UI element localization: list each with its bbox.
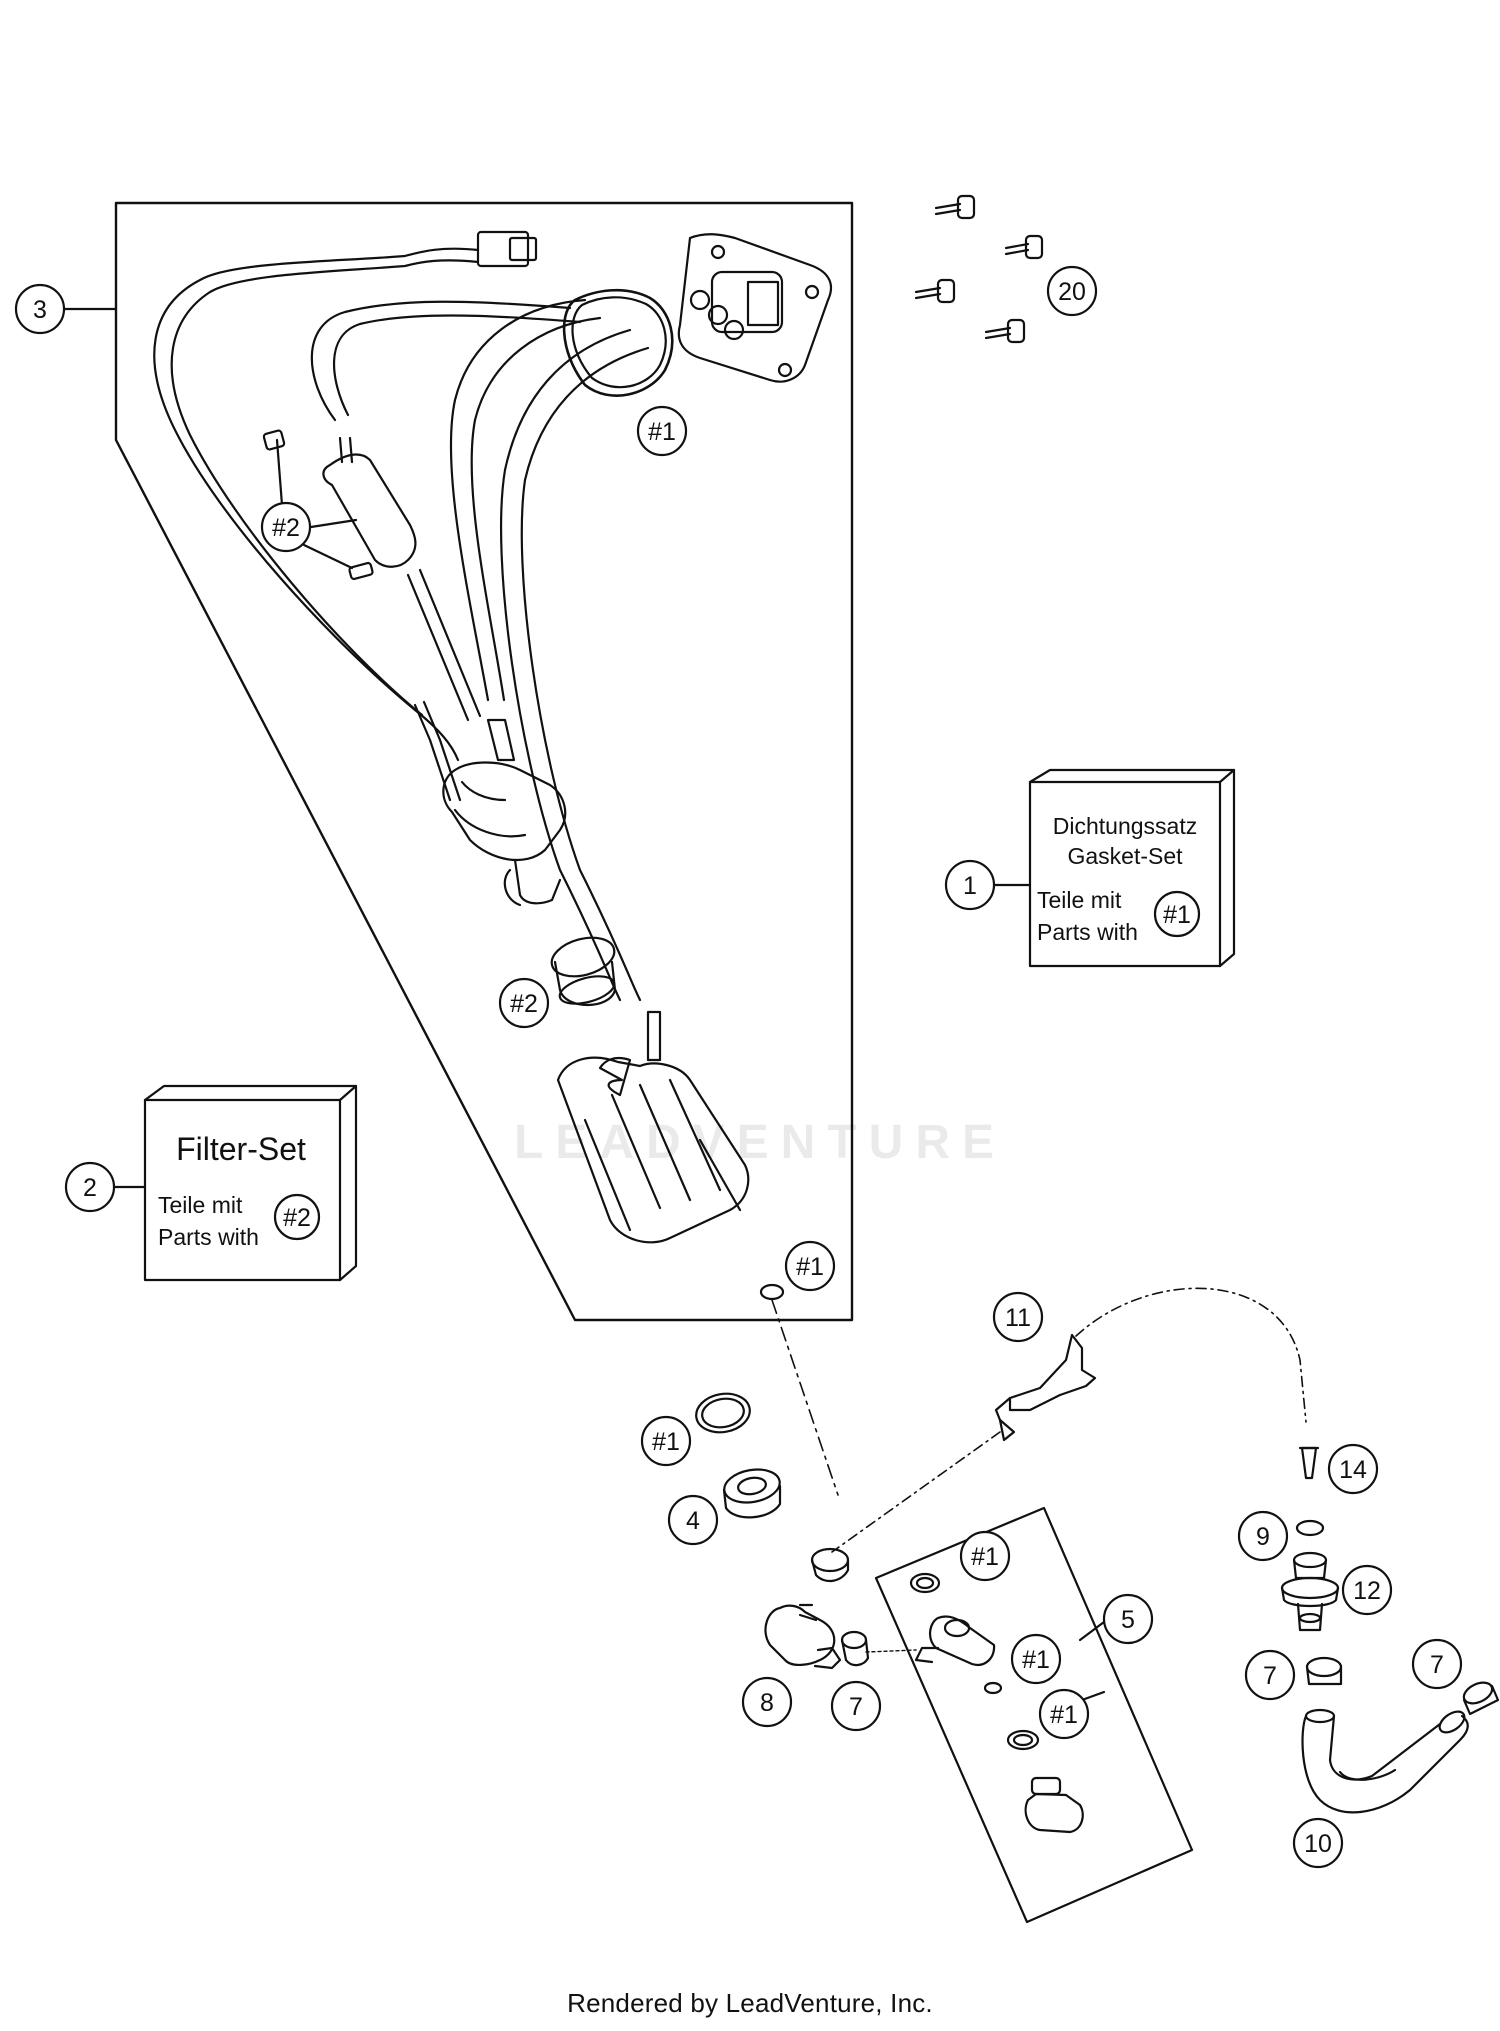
oring-9-drawing <box>1295 1519 1325 1537</box>
callout-2-circle <box>64 1161 116 1213</box>
callout-9-label: 9 <box>1256 1523 1270 1551</box>
fuel-pump-assembly-outline <box>114 201 854 1322</box>
filter-set-ref: #2 <box>283 1204 311 1232</box>
quick-connector-drawing <box>994 1333 1097 1442</box>
manifold-panel-outline <box>874 1506 1194 1924</box>
small-oring-drawing <box>759 1283 785 1301</box>
valve-seal-drawing <box>695 1392 782 1519</box>
callout-3-circle <box>14 283 66 335</box>
callout-1-circle <box>944 859 996 911</box>
flange-gasket-drawing <box>562 288 674 397</box>
callout-7c-label: 7 <box>849 1693 863 1721</box>
callout-14-circle <box>1327 1443 1379 1495</box>
gasket-set-parts-de: Teile mit <box>1037 887 1122 913</box>
callout-gasket-box-ref-circle <box>1153 890 1201 938</box>
callout-20-circle <box>1046 265 1098 317</box>
fuel-hoses-drawing <box>310 298 650 1002</box>
check-valve-drawing <box>1280 1551 1340 1632</box>
callout-9-circle <box>1237 1510 1289 1562</box>
fuel-pump-module-drawing <box>442 718 567 907</box>
callout-gasket-ref-circle <box>636 405 688 457</box>
gasket-set-box <box>1028 768 1236 968</box>
callout-2-label: 2 <box>83 1174 97 1202</box>
pump-body-drawing <box>556 1010 750 1244</box>
callout-panel-ref-a-label: #1 <box>971 1543 999 1571</box>
callout-filter-ref-label: #2 <box>272 514 300 542</box>
callout-7b-label: 7 <box>1430 1651 1444 1679</box>
callout-gasket-ref-label: #1 <box>648 418 676 446</box>
elbow-hose-drawing <box>764 1547 850 1670</box>
wire-harness-drawing <box>153 230 538 802</box>
clamp-7-drawing <box>1305 1656 1500 1716</box>
callout-7a-circle <box>1244 1649 1296 1701</box>
callout-oring-ref-label: #1 <box>652 1428 680 1456</box>
callout-strainer-ref-label: #2 <box>510 990 538 1018</box>
filter-set-parts-de: Teile mit <box>158 1192 243 1218</box>
callout-5-label: 5 <box>1121 1606 1135 1634</box>
callout-panel-ref-c-label: #1 <box>1050 1701 1078 1729</box>
callout-1-label: 1 <box>963 872 977 900</box>
callout-panel-ref-b-label: #1 <box>1022 1646 1050 1674</box>
gasket-set-line2: Gasket-Set <box>1067 843 1183 869</box>
callout-filter-box-ref-circle <box>273 1193 321 1241</box>
callout-14-label: 14 <box>1339 1456 1367 1484</box>
hose-10-drawing <box>1301 1708 1469 1814</box>
callout-7a-label: 7 <box>1263 1662 1277 1690</box>
pump-flange-cover-drawing <box>677 233 833 383</box>
callout-8-label: 8 <box>760 1689 774 1717</box>
watermark: LEADVENTURE <box>513 1116 1007 1169</box>
bolt-set-drawing <box>914 194 1044 344</box>
gasket-set-ref: #1 <box>1163 901 1191 929</box>
filter-set-title: Filter-Set <box>176 1131 306 1167</box>
callout-pump-bottom-ref-circle <box>784 1240 836 1292</box>
callout-7c-circle <box>830 1680 882 1732</box>
panel-plug-drawing <box>1024 1776 1084 1834</box>
fuel-fitting-drawing <box>914 1615 996 1666</box>
callout-pump-bottom-ref-label: #1 <box>796 1253 824 1281</box>
filter-set-parts-en: Parts with <box>158 1224 259 1250</box>
inline-filter-drawing <box>262 429 417 581</box>
filter-set-box <box>143 1084 358 1282</box>
footer-credit: Rendered by LeadVenture, Inc. <box>567 1988 933 2018</box>
pin-drawing <box>1298 1446 1320 1480</box>
callout-7b-circle <box>1411 1638 1463 1690</box>
callout-12-circle <box>1341 1564 1393 1616</box>
callout-panel-ref-c-circle <box>1038 1688 1090 1740</box>
callout-panel-ref-a-circle <box>959 1530 1011 1582</box>
callout-11-circle <box>992 1291 1044 1343</box>
callout-11-label: 11 <box>1005 1304 1031 1332</box>
strainer-ring-drawing <box>550 936 617 1007</box>
gasket-set-parts-en: Parts with <box>1037 919 1138 945</box>
callout-4-label: 4 <box>686 1507 700 1535</box>
callout-8-circle <box>741 1676 793 1728</box>
callout-panel-ref-b-circle <box>1010 1633 1062 1685</box>
callout-oring-ref-circle <box>640 1415 692 1467</box>
gasket-set-line1: Dichtungssatz <box>1053 813 1197 839</box>
callout-3-label: 3 <box>33 296 47 324</box>
callout-20-label: 20 <box>1058 278 1086 306</box>
callout-10-label: 10 <box>1304 1830 1332 1858</box>
hose-clamp-drawing <box>840 1630 917 1667</box>
callout-12-label: 12 <box>1353 1577 1381 1605</box>
callout-10-circle <box>1292 1817 1344 1869</box>
callout-4-circle <box>667 1494 719 1546</box>
callout-filter-ref-circle <box>260 501 312 553</box>
callout-strainer-ref-circle <box>498 977 550 1029</box>
callout-5-circle <box>1102 1593 1154 1645</box>
